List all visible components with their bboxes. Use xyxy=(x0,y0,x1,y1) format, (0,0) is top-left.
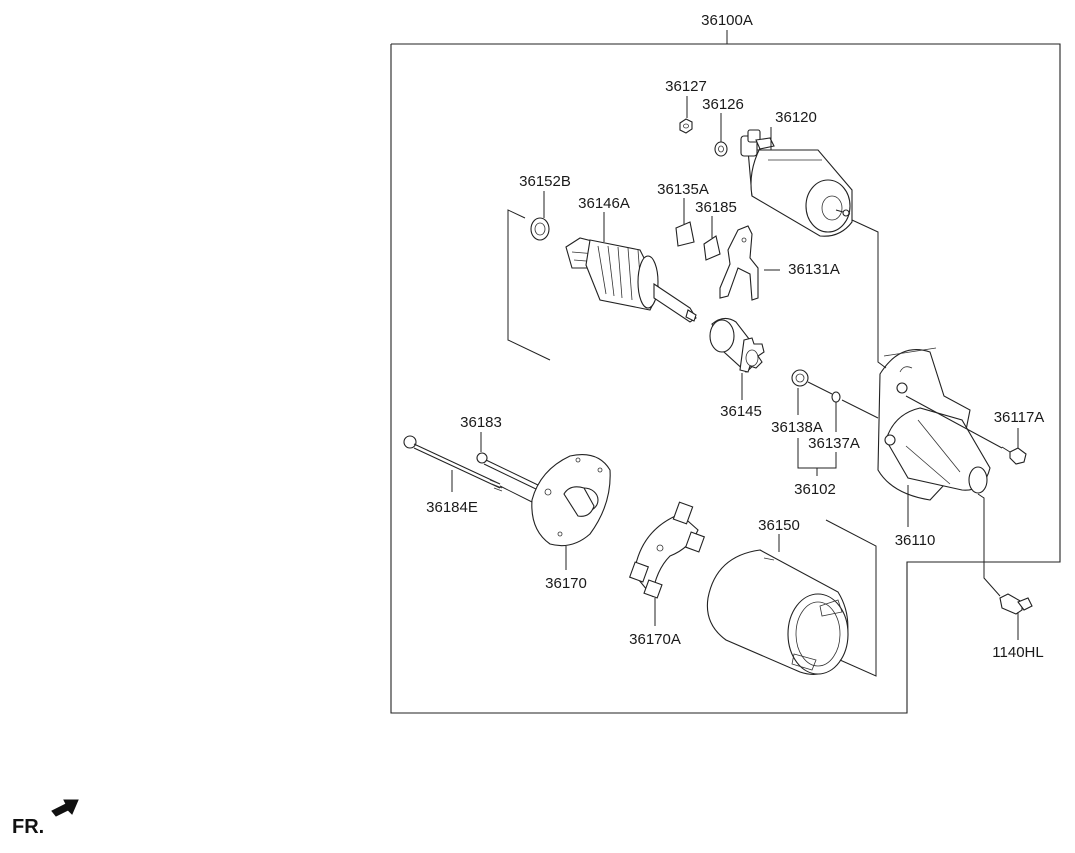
part-label-36138a[interactable]: 36138A xyxy=(771,419,823,436)
plate-36185[interactable] xyxy=(703,235,721,261)
armature-bracket xyxy=(507,209,551,361)
part-label-36120[interactable]: 36120 xyxy=(775,109,817,126)
part-label-36127[interactable]: 36127 xyxy=(665,78,707,95)
part-label-36183[interactable]: 36183 xyxy=(460,414,502,431)
part-label-1140hl[interactable]: 1140HL xyxy=(992,644,1043,661)
through-bolt-36184e[interactable] xyxy=(403,435,533,503)
part-label-36131a[interactable]: 36131A xyxy=(788,261,840,278)
pinion-36145[interactable] xyxy=(709,317,765,373)
part-label-36102[interactable]: 36102 xyxy=(794,481,836,498)
front-arrow-icon xyxy=(51,799,79,817)
ring-36138a[interactable] xyxy=(791,369,809,387)
part-label-36117a[interactable]: 36117A xyxy=(994,409,1045,426)
nut-36127[interactable] xyxy=(679,118,693,134)
assembly-number-label: 36100A xyxy=(701,12,753,29)
part-label-36152b[interactable]: 36152B xyxy=(519,173,571,190)
washer-36126[interactable] xyxy=(714,141,728,157)
part-label-36185[interactable]: 36185 xyxy=(695,199,737,216)
part-label-36110[interactable]: 36110 xyxy=(895,532,936,549)
brush-holder-36170a[interactable] xyxy=(628,501,706,599)
bolt-36117a[interactable] xyxy=(1001,446,1027,465)
part-label-36145[interactable]: 36145 xyxy=(720,403,762,420)
screw-36183[interactable] xyxy=(476,452,541,491)
plate-36135a[interactable] xyxy=(675,221,695,247)
clip-36137a[interactable] xyxy=(831,391,841,403)
orientation-label: FR. xyxy=(12,816,44,838)
solenoid-36120[interactable] xyxy=(740,129,853,237)
front-orientation-marker: FR. xyxy=(12,799,79,838)
yoke-bracket xyxy=(825,519,877,677)
part-label-36135a[interactable]: 36135A xyxy=(657,181,709,198)
part-label-36126[interactable]: 36126 xyxy=(702,96,744,113)
bolt-1140hl[interactable] xyxy=(999,593,1033,615)
part-label-36137a[interactable]: 36137A xyxy=(808,435,860,452)
part-label-36170a[interactable]: 36170A xyxy=(629,631,681,648)
lever-36131a[interactable] xyxy=(719,225,759,301)
part-label-36170[interactable]: 36170 xyxy=(545,575,587,592)
yoke-36150[interactable] xyxy=(706,549,849,675)
end-plate-36170[interactable] xyxy=(531,454,611,547)
part-label-36184e[interactable]: 36184E xyxy=(426,499,478,516)
part-label-36146a[interactable]: 36146A xyxy=(578,195,630,212)
armature-36146a[interactable] xyxy=(565,237,697,323)
assembly-frame xyxy=(390,43,1061,714)
washer-36152b[interactable] xyxy=(530,217,550,241)
part-label-36150[interactable]: 36150 xyxy=(758,517,800,534)
housing-36110[interactable] xyxy=(877,347,991,501)
